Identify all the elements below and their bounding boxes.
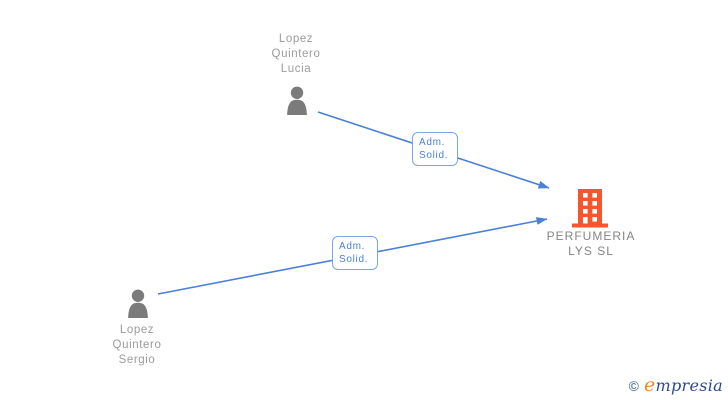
logo-brand-rest: mpresia bbox=[655, 376, 723, 395]
copyright-icon: © bbox=[628, 378, 639, 394]
person-icon bbox=[123, 289, 153, 323]
logo-brand-initial: e bbox=[643, 374, 656, 396]
edge-label-sergio-company: Adm. Solid. bbox=[332, 236, 378, 270]
logo-brand-text: empresia bbox=[644, 374, 723, 396]
person-node-sergio-label: Lopez Quintero Sergio bbox=[112, 324, 162, 366]
person-icon bbox=[282, 86, 312, 120]
building-icon bbox=[571, 187, 609, 233]
person-node-lucia-label: Lopez Quintero Lucia bbox=[271, 33, 321, 75]
edge-label-lucia-company: Adm. Solid. bbox=[412, 132, 458, 166]
company-node-label: PERFUMERIA LYS SL bbox=[546, 229, 636, 258]
empresia-logo: © empresia bbox=[629, 374, 723, 396]
